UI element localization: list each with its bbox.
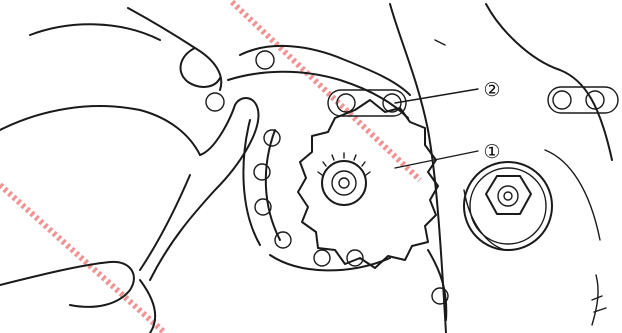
- lower-hand: [0, 175, 190, 333]
- callout-2-label: ②: [483, 79, 500, 101]
- small-gear-icon: [318, 153, 370, 205]
- corner-mark: [592, 275, 606, 325]
- callout-1-label: ①: [483, 141, 500, 163]
- chain-icon: [206, 46, 618, 320]
- watermark: [0, 2, 420, 333]
- hand-icon: [0, 8, 258, 280]
- callout-2: ②: [483, 79, 500, 101]
- sprocket-icon: [298, 100, 438, 268]
- nut-icon: [464, 162, 552, 250]
- callout-1: ①: [483, 141, 500, 163]
- callout-leaders: [395, 89, 478, 168]
